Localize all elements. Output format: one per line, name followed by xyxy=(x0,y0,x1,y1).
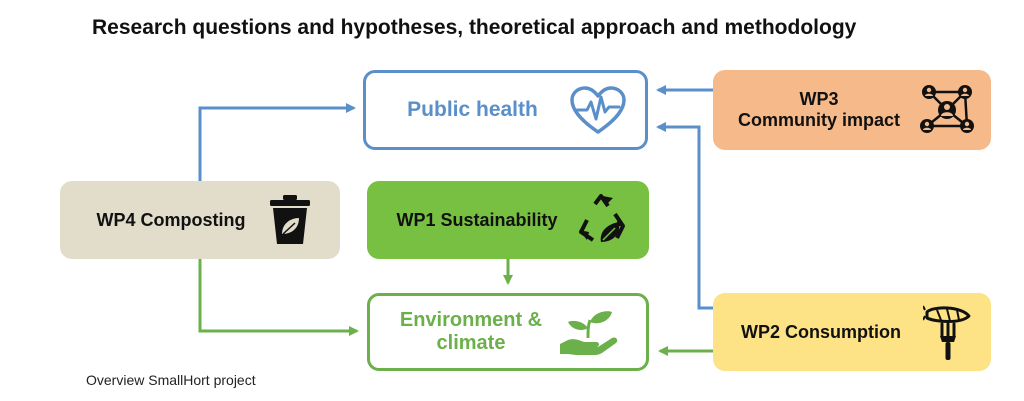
node-public-health-label: Public health xyxy=(407,97,538,121)
node-wp4-composting: WP4 Composting xyxy=(60,181,340,259)
heart-pulse-icon xyxy=(569,85,627,135)
network-people-icon xyxy=(917,82,977,138)
node-wp2-consumption: WP2 Consumption xyxy=(713,293,991,371)
arrow-wp2-to-public-health xyxy=(656,122,713,310)
node-public-health: Public health xyxy=(363,70,648,150)
node-wp3-community-impact: WP3 Community impact xyxy=(713,70,991,150)
node-wp3-label: WP3 Community impact xyxy=(713,89,917,130)
diagram-caption: Overview SmallHort project xyxy=(86,372,256,388)
node-wp4-label: WP4 Composting xyxy=(96,209,246,230)
plant-in-hand-icon xyxy=(558,308,620,356)
node-wp3-label-line1: WP3 xyxy=(799,89,839,110)
recycle-leaf-icon xyxy=(577,194,631,246)
node-environment-label: Environment & climate xyxy=(399,309,543,354)
arrow-wp4-to-environment xyxy=(198,259,359,336)
compost-bin-icon xyxy=(268,194,312,246)
node-wp2-label: WP2 Consumption xyxy=(741,321,901,342)
diagram-title: Research questions and hypotheses, theor… xyxy=(92,16,857,39)
arrow-wp4-to-public-health xyxy=(198,103,356,181)
node-wp1-label: WP1 Sustainability xyxy=(396,209,558,230)
node-wp3-label-line2: Community impact xyxy=(737,110,901,130)
node-wp1-sustainability: WP1 Sustainability xyxy=(367,181,649,259)
carrot-fork-icon xyxy=(923,302,973,362)
node-environment: Environment & climate xyxy=(367,293,649,371)
